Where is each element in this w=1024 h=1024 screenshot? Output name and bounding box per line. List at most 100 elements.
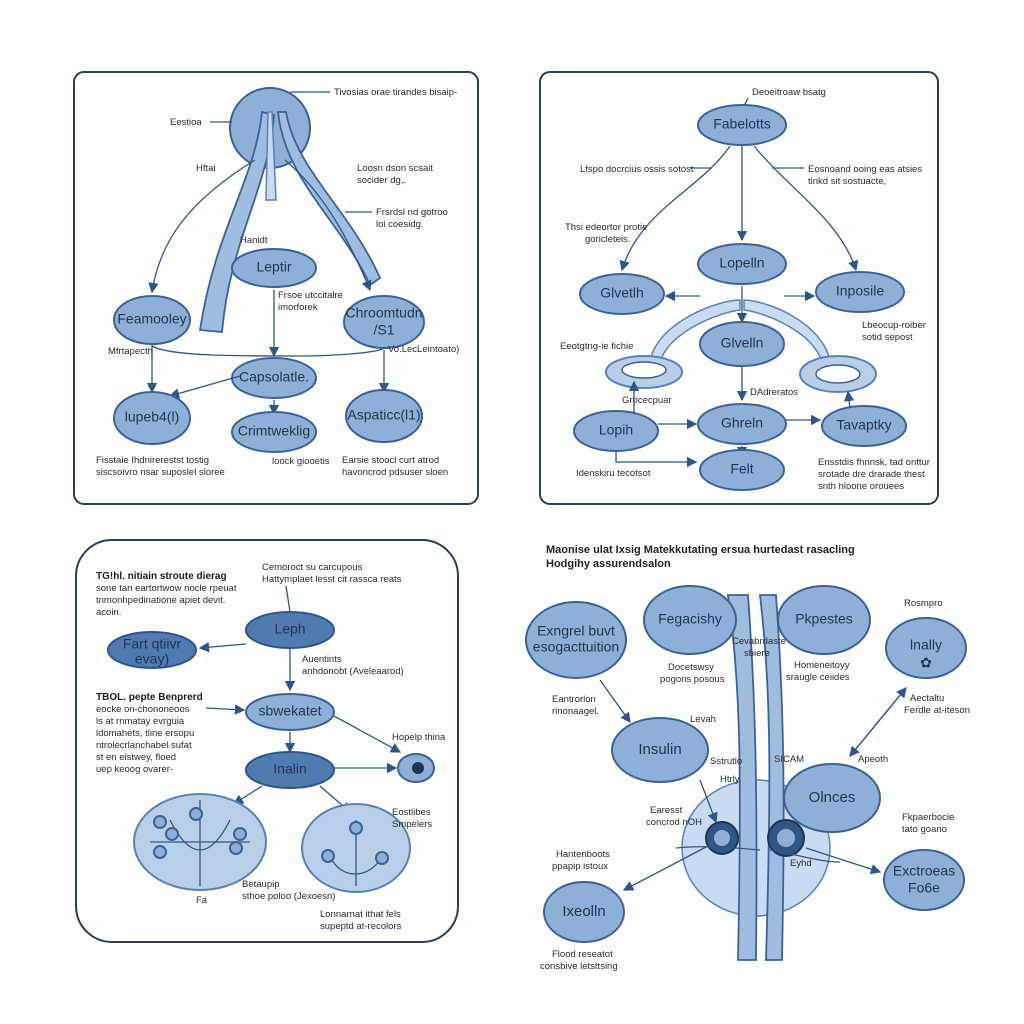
node-fabelotts-label: Fabelotts	[713, 116, 771, 132]
node-insulin-label: Insulin	[638, 741, 681, 758]
panel4-label-eantrorlon: Eantrorlon	[552, 694, 596, 705]
panel3-left-block: uep keoog ovarer-	[96, 764, 173, 775]
receptor-icon	[229, 841, 243, 855]
arrow	[168, 375, 241, 399]
panel1-left-label: Eestioa	[170, 117, 202, 128]
panel2-bottom-right: Ensstdis fhnnsk, tad onttur	[818, 457, 930, 468]
panel2-bottom-left: Idenskiru tecotsot	[576, 468, 651, 479]
node-exctroeas	[883, 849, 965, 911]
receptor-icon	[153, 815, 167, 829]
node-fegacishy	[643, 585, 737, 655]
panel4-label-cevabrs: sbiere	[744, 648, 770, 659]
panel3-right-note: Hopelp thina	[392, 732, 446, 743]
arrow	[619, 145, 731, 272]
node-inaliy	[885, 617, 967, 679]
node-inposile	[815, 271, 905, 313]
panel3-header: tnmonhpedinatione apiet devit.	[96, 595, 225, 606]
panel3-bottom-right: Lonnarnat ithat fels	[320, 909, 401, 920]
panel4-label-levah: Levah	[690, 714, 716, 725]
node-feamooley	[113, 295, 191, 345]
node-felt-label: Felt	[730, 461, 753, 477]
node-chroomtudn-label: Chroomtudn	[345, 305, 422, 321]
panel4-label-fkpaer: Fkpaerbocie	[902, 812, 954, 823]
panel1-bottom-right: havoncrod pdsuser sloen	[342, 467, 448, 478]
connector	[151, 345, 385, 357]
node-lopelln-label: Lopelln	[719, 255, 764, 271]
node-inalin-label: Inalin	[273, 761, 306, 777]
node-fabelotts	[697, 104, 787, 146]
receptor-icon	[349, 821, 363, 835]
arrow	[284, 159, 372, 292]
node-inalin	[245, 751, 335, 789]
panel4-label-fkpaer: tato goano	[902, 824, 947, 835]
receptor-right-core	[815, 364, 861, 384]
panel4-label-hanten: ppapip istoux	[552, 861, 608, 872]
node-leptir-label: Leptir	[256, 259, 291, 275]
panel1-right-mid: Vo.LecLeintoato)	[388, 344, 459, 355]
node-tavaptky	[821, 405, 907, 447]
panel2-left-note3: Eeotgtng-ie fichie	[560, 341, 633, 352]
node-ghreln	[697, 403, 787, 445]
arrow	[148, 159, 256, 294]
arrow	[232, 785, 263, 805]
receptor-icon	[233, 827, 247, 841]
panel1-label: Hanidt	[240, 235, 268, 246]
panel4-label-eyhd: Eyhd	[790, 858, 812, 869]
node-pkpestes-label: Pkpestes	[795, 611, 853, 627]
node-exngrel-label: Exngrel buvt	[537, 623, 615, 639]
panel2-top-note: Deoeitroaw bsatg	[752, 87, 826, 98]
arrow	[622, 845, 709, 891]
panel3-note-auent: anhdonobt (Aveleaarod)	[302, 666, 404, 677]
node-aspaticc	[345, 389, 423, 443]
node-lupeb-label: lupeb4(l)	[125, 409, 179, 425]
panel4-label-hanten: Hantenboots	[556, 849, 610, 860]
panel4-label-ascoltu: Aectaltu	[910, 693, 944, 704]
node-leph-label: Leph	[274, 621, 305, 637]
panel4-label-ascoltu: Ferdle at-iteson	[904, 705, 970, 716]
panel3-bottom-mid: Betaupip	[242, 879, 280, 890]
panel3-note-auent: Auentints	[302, 654, 342, 665]
receptor-icon	[165, 827, 179, 841]
panel2-right-note2: sotid sepost	[862, 332, 913, 343]
receptor-left-core	[621, 361, 667, 379]
node-chroomtudn-label: /S1	[373, 322, 394, 338]
panel1-right-note: socider dg,.	[357, 175, 406, 186]
node-capsolatle-label: Capsolatle.	[239, 369, 309, 385]
panel2-left-note2: goricleteis.	[585, 234, 630, 245]
panel3-bottom-mid: sthoe poloo (Jexoesn)	[242, 891, 335, 902]
node-lupeb	[113, 391, 191, 445]
panel4-bottom-left: Flood reseatot	[552, 949, 613, 960]
panel4-label-doce: pogons posous	[660, 674, 725, 685]
node-feamooley-label: Feamooley	[117, 311, 186, 327]
panel1-bottom-left: Fisstaie Ihdnirerestst tostig	[96, 455, 209, 466]
arrow	[843, 390, 855, 409]
panel1-top-note: Tivosias orae tirandes bisaip-	[334, 87, 457, 98]
panel3-right-note2: Smpelers	[392, 819, 432, 830]
panel2-right-note: Eosnoand ooing eas atsies	[808, 164, 922, 175]
panel2-bottom-right: snth hloone orouees	[818, 481, 904, 492]
panel3-left-block: eocke on-chononeoos	[96, 704, 190, 715]
panel4-label-cevabrs: Cevabrdaste	[732, 636, 786, 647]
panel-1: Tivosias orae tirandes bisaip- Eestioa H…	[73, 71, 479, 505]
node-inaliy-label: lnally	[910, 637, 942, 653]
flow-band-left	[198, 110, 275, 333]
node-ixeolln-label: Ixeolln	[562, 903, 605, 920]
panel3-left-block: ls at rnmatay evrguia	[96, 716, 185, 727]
panel1-bottom-right: Earsie stoocl curt atrod	[342, 455, 439, 466]
receptor-left-icon-core	[714, 830, 730, 846]
panel3-right-note2: Eostlibes	[392, 807, 431, 818]
arrow	[849, 686, 907, 757]
node-fart-label: evay)	[135, 651, 169, 667]
node-felt	[699, 449, 785, 491]
panel3-header: TG!hl. nitiain stroute dierag	[96, 571, 227, 582]
vessel-band	[758, 594, 785, 961]
panel3-left-block: st en eistwey, floed	[96, 752, 176, 763]
node-lopih	[573, 410, 659, 452]
panel-3: TG!hl. nitiain stroute dierag sone tan e…	[75, 539, 459, 943]
arrow	[198, 642, 247, 653]
flow-band-center	[265, 111, 277, 201]
node-exctroeas-label: Exctroeas	[893, 863, 955, 879]
panel1-bottom-left: siscsoivro nsar suposlel sloree	[96, 467, 225, 478]
panel3-bottom-left: Fa	[196, 895, 208, 906]
panel2-label-grocec: Grocecpuar	[622, 395, 672, 406]
